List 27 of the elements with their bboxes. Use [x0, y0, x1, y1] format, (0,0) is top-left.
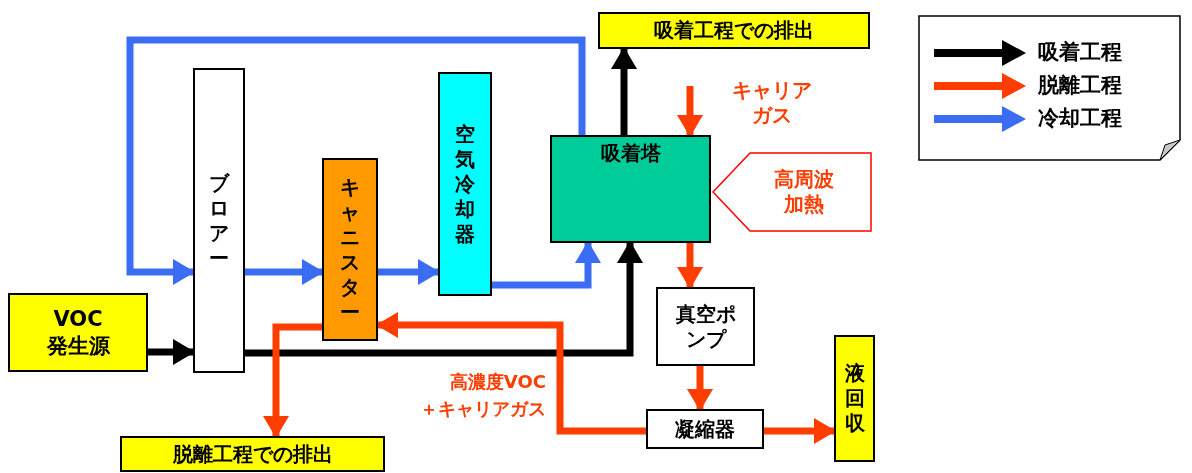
legend-text: 吸着工程 [1038, 39, 1122, 66]
condenser-box: 凝縮器 [646, 409, 764, 449]
flow-arrow [687, 366, 713, 411]
source-box: VOC発生源 [8, 293, 148, 372]
vacuum-pump-box: 真空ポンプ [656, 287, 755, 366]
flow-arrow [764, 418, 836, 444]
flow-arrow [378, 259, 440, 285]
liquid-recovery-box: 液回収 [834, 335, 875, 462]
canister-box: キャニスター [322, 158, 378, 341]
flow-arrow [245, 241, 643, 357]
heating-pentagon: 高周波加熱 [712, 152, 872, 232]
exhaust-box: 脱離工程での排出 [120, 436, 385, 472]
carrier-gas-text: キャリアガス [722, 70, 822, 136]
adsorption-tower-box: 吸着塔 [550, 135, 711, 243]
flow-label: 高濃度VOC ＋キャリアガス [419, 370, 546, 421]
flow-arrow [263, 323, 322, 438]
exhaust-box: 吸着工程での排出 [598, 12, 870, 49]
air-cooler-box: 空気冷却器 [438, 72, 492, 296]
legend-text: 冷却工程 [1038, 105, 1122, 132]
legend-text: 脱離工程 [1038, 72, 1122, 99]
flow-arrow [245, 259, 324, 285]
flow-arrow [492, 241, 601, 289]
flow-arrow [611, 47, 637, 135]
flow-arrow [148, 339, 195, 365]
flow-arrow [677, 243, 703, 289]
blower-box: ブロアー [193, 68, 245, 373]
flow-arrow [126, 36, 586, 285]
